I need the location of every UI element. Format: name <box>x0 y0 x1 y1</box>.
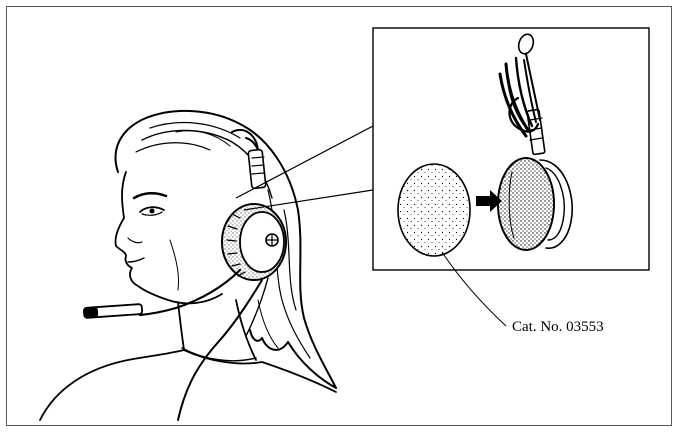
woman-with-headset <box>40 111 336 420</box>
part-number-label: Cat. No. 03553 <box>512 319 604 336</box>
face-profile <box>115 172 222 303</box>
shoulder-line <box>40 350 336 420</box>
foam-ear-cushion <box>398 164 470 256</box>
mic-boom <box>140 270 240 315</box>
headset-cable <box>178 280 262 420</box>
